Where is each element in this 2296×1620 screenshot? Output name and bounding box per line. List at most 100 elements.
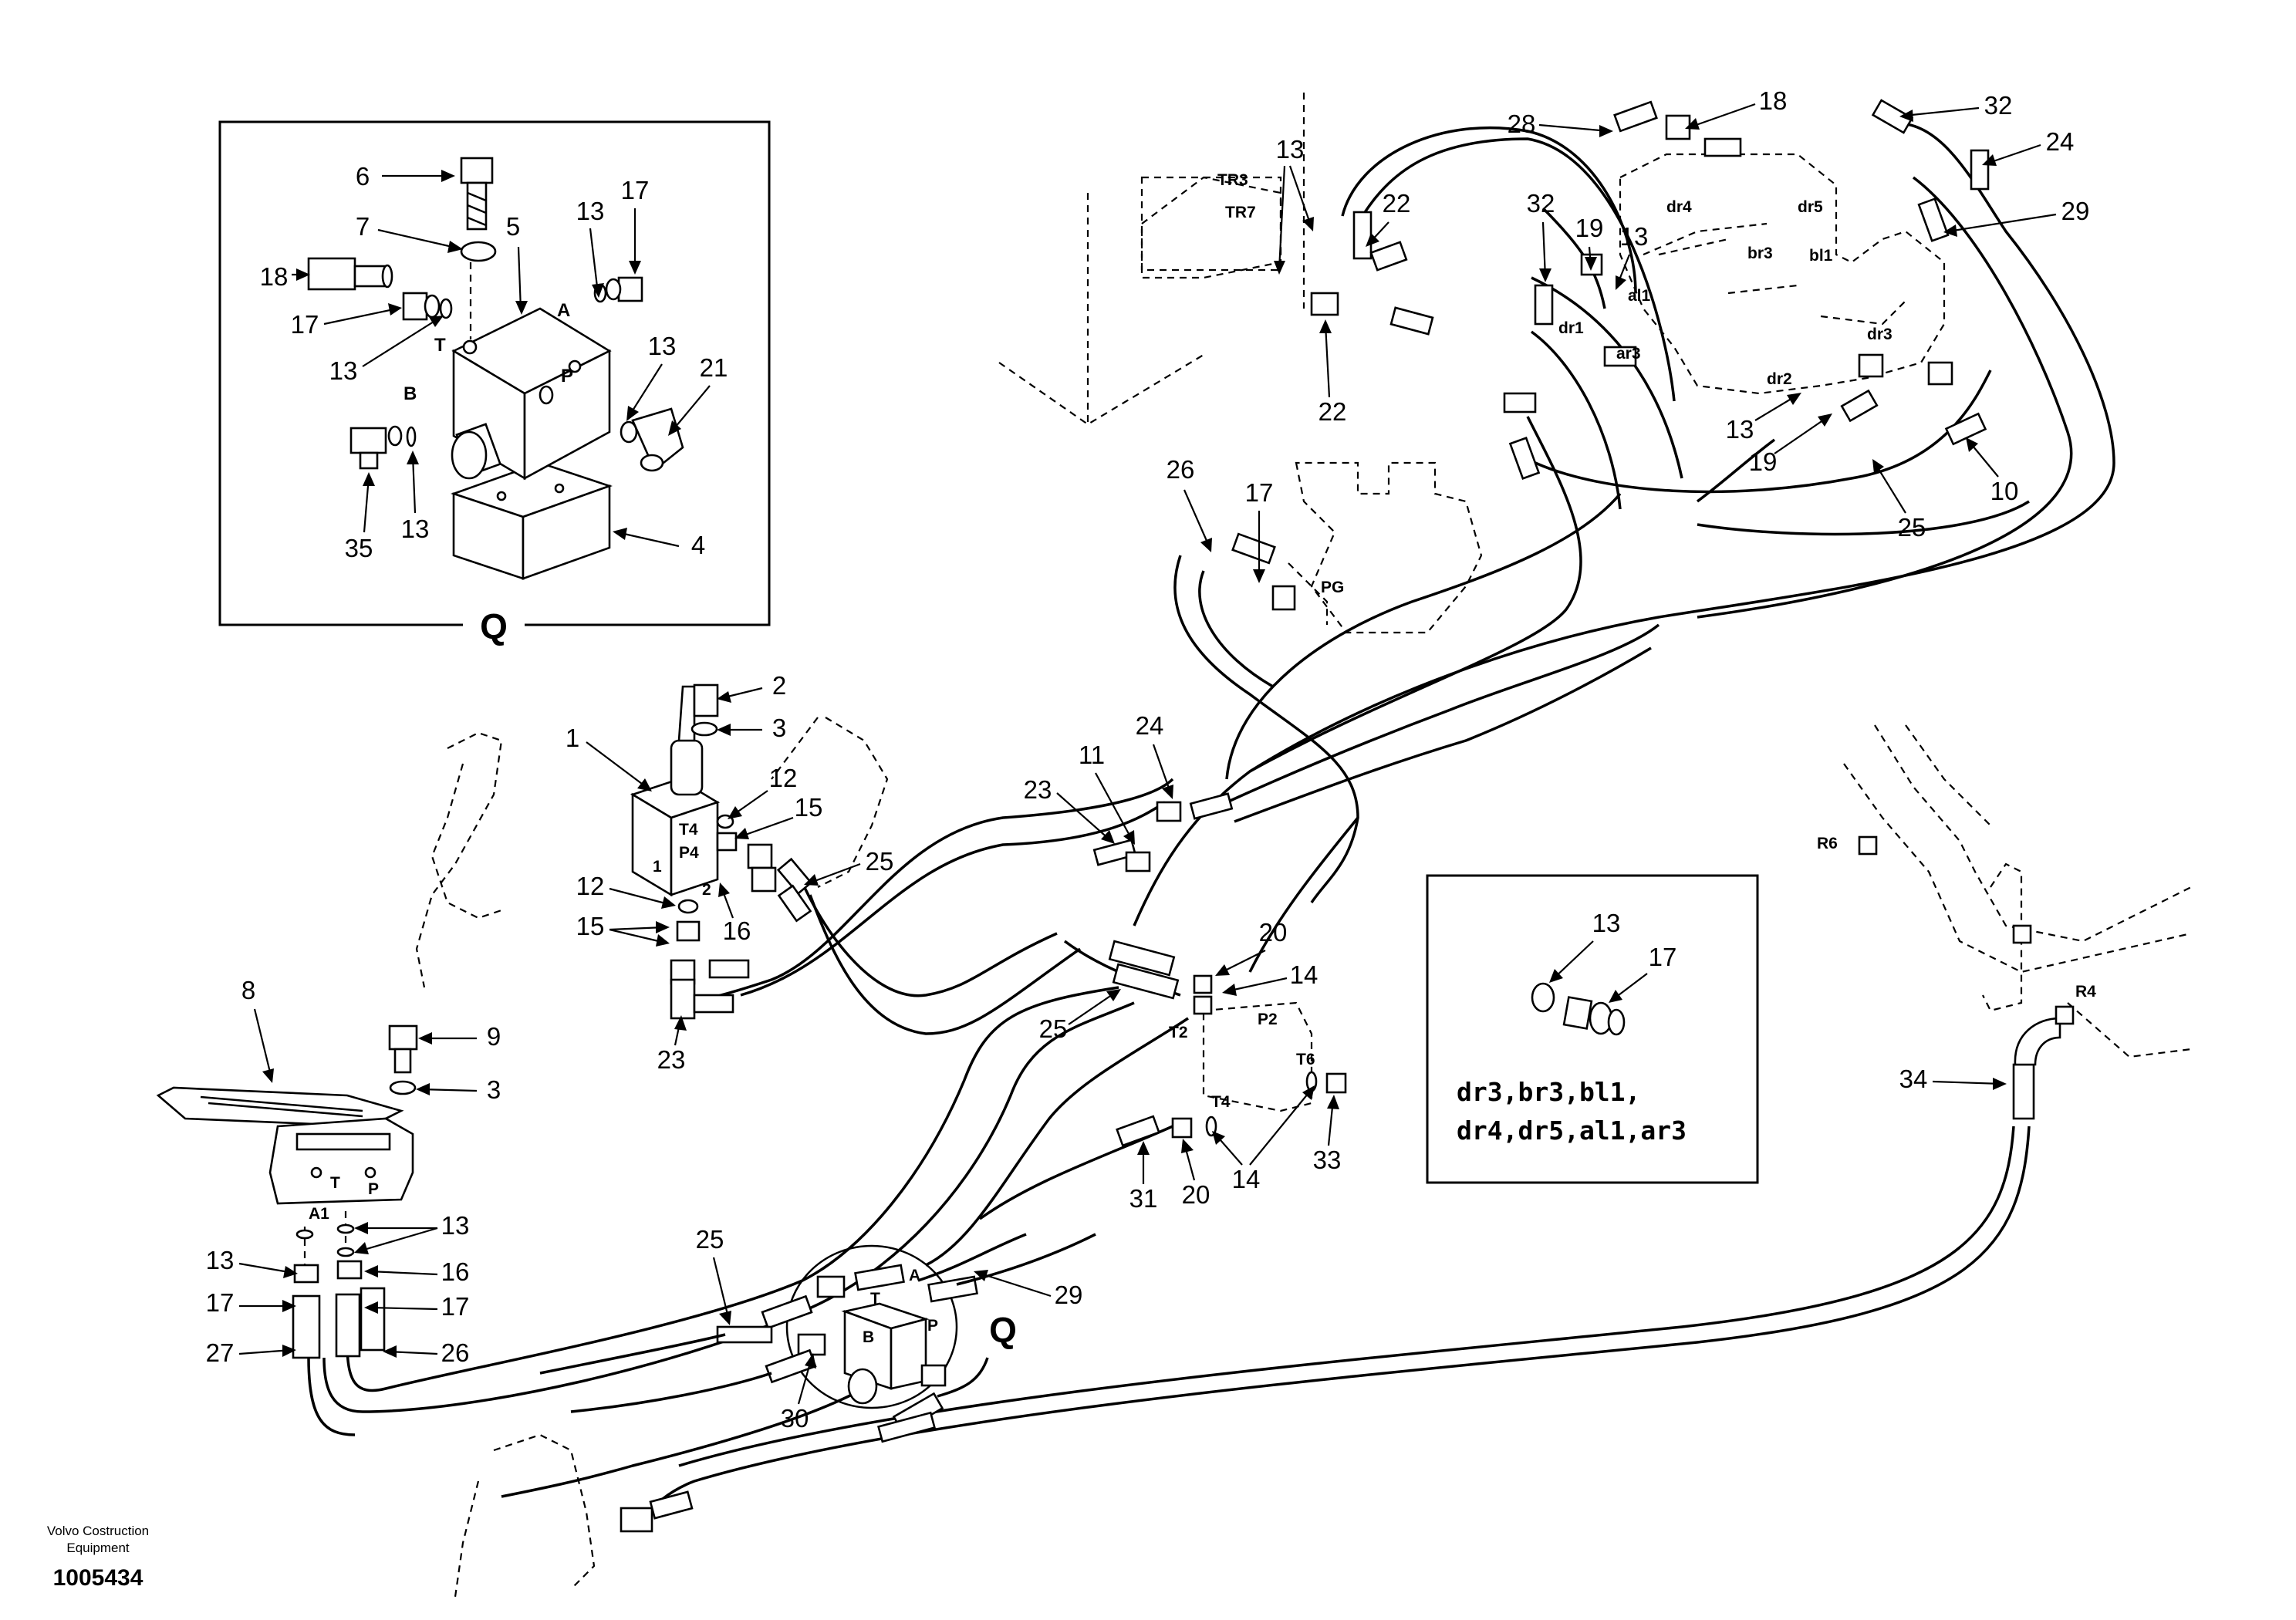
tee-fitting-icon <box>1310 292 1339 316</box>
hose-sleeve-icon <box>716 1325 773 1344</box>
port-label-dr2: dr2 <box>1767 370 1792 388</box>
callout-15: 15 <box>576 912 605 940</box>
callout-34: 34 <box>1899 1065 1928 1093</box>
callout-11: 11 <box>1079 741 1105 769</box>
callout-32: 32 <box>1984 91 2013 120</box>
hose-end-icon <box>335 1293 361 1358</box>
hose-end-icon <box>1189 792 1234 820</box>
elbow-fitting-icon <box>2014 1017 2061 1066</box>
callout-23: 23 <box>1024 775 1052 804</box>
callout-8: 8 <box>241 976 255 1004</box>
port-label-a: A <box>557 300 570 321</box>
o-ring-icon <box>406 426 417 447</box>
callout-25: 25 <box>696 1225 724 1254</box>
fitting-icon <box>620 1507 653 1533</box>
fitting-icon <box>293 1264 319 1284</box>
hose-end-icon <box>777 884 812 923</box>
lower-valve-group: A T B P Q 25 29 30 <box>539 1225 1096 1443</box>
callout-23: 23 <box>657 1045 686 1074</box>
port-label-p2: P2 <box>1258 1011 1278 1028</box>
port-label-p: P <box>368 1180 379 1198</box>
adapter-fitting-icon <box>402 292 453 321</box>
callout-17: 17 <box>206 1288 235 1317</box>
callout-4: 4 <box>691 531 705 559</box>
callout-25: 25 <box>866 847 894 876</box>
legend-box-frame <box>1426 874 1759 1184</box>
callout-3: 3 <box>772 714 786 742</box>
joystick-handle-icon <box>670 739 704 796</box>
joystick-lever-icon <box>677 685 696 742</box>
callout-13: 13 <box>1620 222 1649 251</box>
fitting-icon <box>816 1275 846 1298</box>
callout-13: 13 <box>441 1211 470 1240</box>
fitting-icon <box>1858 353 1884 378</box>
port-label-1: 1 <box>653 858 662 876</box>
legend-box: 13 17 dr3,br3,bl1, dr4,dr5,al1,ar3 <box>1426 874 1759 1184</box>
callout-29: 29 <box>2061 197 2090 225</box>
callout-21: 21 <box>700 353 728 382</box>
port-label-r4: R4 <box>2075 983 2096 1001</box>
port-label-tr3: TR3 <box>1217 171 1248 189</box>
port-label-tr7: TR7 <box>1225 204 1256 221</box>
fitting-icon <box>1193 974 1213 994</box>
callout-16: 16 <box>441 1257 470 1286</box>
callout-17: 17 <box>291 310 319 339</box>
port-label-al1: al1 <box>1628 287 1651 305</box>
callout-15: 15 <box>795 793 823 822</box>
fitting-icon <box>716 832 738 852</box>
hose-end-icon <box>1112 963 1180 1000</box>
callout-16: 16 <box>723 916 751 945</box>
callout-32: 32 <box>1527 189 1555 218</box>
bolt-icon <box>388 1024 418 1051</box>
bolt-icon <box>693 683 719 717</box>
drawing-number: 1005434 <box>53 1565 144 1591</box>
brand-line-1: Volvo Costruction <box>47 1524 149 1538</box>
fitting-icon <box>751 866 777 893</box>
hose-end-icon <box>2012 1063 2035 1120</box>
plug-icon <box>349 425 403 470</box>
fitting-icon <box>2012 924 2032 944</box>
callout-24: 24 <box>1136 711 1164 740</box>
o-ring-icon <box>1205 1115 1217 1137</box>
callout-3: 3 <box>487 1075 501 1104</box>
callout-26: 26 <box>1167 455 1195 484</box>
callout-17: 17 <box>1649 943 1677 971</box>
port-label-ar3: ar3 <box>1616 345 1641 363</box>
hose-sleeve-icon <box>877 1411 936 1443</box>
bolt-icon <box>460 157 494 231</box>
callout-29: 29 <box>1055 1281 1083 1309</box>
port-label-r6: R6 <box>1817 835 1838 852</box>
port-label-p4: P4 <box>679 844 699 862</box>
port-label-t4: T4 <box>1211 1093 1231 1111</box>
hose-end-icon <box>1116 1115 1160 1147</box>
fitting-icon <box>1927 361 1953 386</box>
knob-icon <box>847 1368 878 1405</box>
callout-33: 33 <box>1313 1146 1342 1174</box>
port-label-dr3: dr3 <box>1867 326 1893 343</box>
hose-end-icon <box>1503 392 1537 413</box>
hose-end-icon <box>1352 211 1373 260</box>
legend-line-2: dr4,dr5,al1,ar3 <box>1457 1115 1687 1146</box>
port-label-t2: T2 <box>1169 1024 1188 1041</box>
port-label-dr5: dr5 <box>1798 198 1823 216</box>
fitting-icon <box>1193 995 1213 1015</box>
detail-box-title: Q <box>480 606 508 646</box>
callout-28: 28 <box>1508 110 1536 138</box>
legend-line-1: dr3,br3,bl1, <box>1457 1077 1640 1107</box>
view-label-q: Q <box>989 1310 1017 1350</box>
center-manifold-group: P2 T2 T6 T4 23 11 24 20 14 25 14 33 31 2… <box>1024 711 1342 1213</box>
hose-end-icon <box>1703 137 1742 157</box>
fitting-icon <box>2055 1005 2075 1025</box>
callout-12: 12 <box>576 872 605 900</box>
fitting-icon <box>676 920 701 942</box>
callout-14: 14 <box>1290 960 1319 989</box>
hose-end-icon <box>1871 99 1914 134</box>
port-label-dr1: dr1 <box>1558 319 1584 337</box>
elbow-fitting-icon <box>620 407 684 472</box>
callout-24: 24 <box>2046 127 2075 156</box>
port-label-p: P <box>561 366 573 386</box>
plug-icon <box>1325 1072 1347 1094</box>
pedal-assembly: T P A1 8 9 3 13 13 16 17 17 27 26 <box>156 976 501 1367</box>
port-label-br3: br3 <box>1747 245 1773 262</box>
